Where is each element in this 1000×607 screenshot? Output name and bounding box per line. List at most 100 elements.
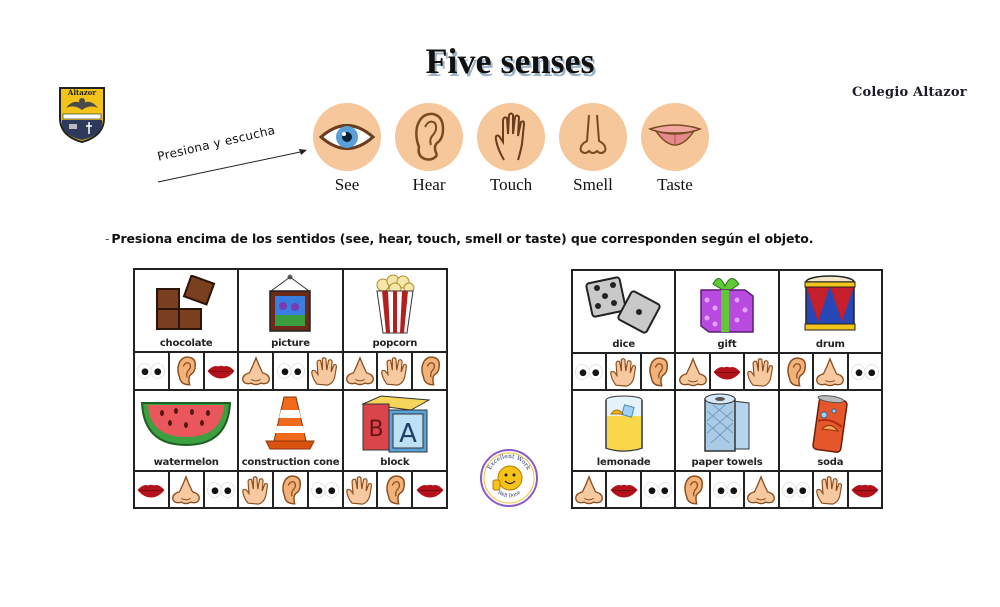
watermelon-icon	[141, 402, 232, 447]
option-popcorn-hear[interactable]	[413, 353, 446, 389]
eyes-icon	[574, 362, 604, 382]
option-paper-towels-smell[interactable]	[745, 472, 780, 507]
option-drum-hear[interactable]	[780, 354, 815, 389]
option-picture-touch[interactable]	[309, 353, 344, 389]
item-watermelon: watermelon	[135, 391, 240, 470]
option-soda-touch[interactable]	[814, 472, 849, 507]
sense-button-hear[interactable]: Hear	[394, 103, 464, 195]
construction-cone-icon	[265, 396, 316, 450]
block-icon: B A	[360, 395, 431, 453]
item-name: gift	[717, 339, 737, 350]
option-popcorn-smell[interactable]	[344, 353, 379, 389]
option-dice-touch[interactable]	[607, 354, 642, 389]
lips-icon	[415, 481, 445, 499]
item-picture: picture	[239, 270, 344, 351]
option-drum-smell[interactable]	[814, 354, 849, 389]
sense-button-taste[interactable]: Taste	[640, 103, 710, 195]
option-dice-see[interactable]	[573, 354, 608, 389]
option-drum-see[interactable]	[849, 354, 881, 389]
option-block-touch[interactable]	[344, 472, 379, 507]
lips-icon	[609, 481, 639, 499]
lemonade-icon	[604, 395, 643, 452]
hand-icon	[815, 475, 845, 505]
popcorn-icon	[376, 274, 415, 334]
option-paper-towels-see[interactable]	[711, 472, 746, 507]
eyes-icon	[136, 361, 166, 381]
gift-icon	[700, 278, 754, 333]
option-cone-see[interactable]	[309, 472, 344, 507]
nose-icon	[344, 356, 376, 386]
option-gift-touch[interactable]	[745, 354, 780, 389]
chocolate-icon	[156, 275, 216, 330]
nose-icon	[677, 357, 709, 387]
option-popcorn-touch[interactable]	[378, 353, 414, 389]
item-drum: drum	[780, 271, 881, 352]
option-watermelon-see[interactable]	[205, 472, 240, 507]
option-cone-hear[interactable]	[274, 472, 309, 507]
sense-label: Taste	[657, 175, 693, 194]
item-soda: soda	[780, 391, 881, 470]
nose-icon	[240, 356, 272, 386]
option-lemonade-taste[interactable]	[607, 472, 642, 507]
item-row: chocolate picture	[135, 270, 446, 353]
nose-icon	[814, 357, 846, 387]
item-name: paper towels	[691, 457, 763, 468]
option-dice-hear[interactable]	[642, 354, 677, 389]
option-watermelon-smell[interactable]	[170, 472, 205, 507]
hand-icon	[345, 475, 375, 505]
sense-options-row	[573, 354, 881, 391]
item-name: construction cone	[241, 457, 340, 468]
hand-icon	[609, 357, 639, 387]
eyes-icon	[781, 480, 811, 500]
item-gift: gift	[676, 271, 780, 352]
item-name: drum	[815, 339, 845, 350]
soda-icon	[812, 395, 849, 453]
sense-label: Hear	[412, 175, 446, 194]
option-cone-touch[interactable]	[239, 472, 275, 507]
option-block-taste[interactable]	[413, 472, 446, 507]
item-name: watermelon	[153, 457, 219, 468]
instruction-label: Presiona encima de los sentidos (see, he…	[111, 231, 814, 246]
item-name: popcorn	[372, 338, 418, 349]
ear-icon	[280, 474, 302, 506]
sense-options-row	[135, 472, 446, 507]
option-chocolate-taste[interactable]	[205, 353, 240, 389]
item-construction-cone: construction cone	[239, 391, 344, 470]
sense-button-smell[interactable]: Smell	[558, 103, 628, 195]
option-picture-smell[interactable]	[239, 353, 275, 389]
hand-icon	[380, 356, 410, 386]
sense-options-row	[573, 472, 881, 507]
nose-icon	[579, 114, 607, 154]
nose-icon	[745, 475, 777, 505]
nose-icon	[573, 475, 605, 505]
sense-button-touch[interactable]: Touch	[476, 103, 546, 195]
option-gift-taste[interactable]	[711, 354, 746, 389]
eye-icon	[319, 124, 375, 150]
option-chocolate-hear[interactable]	[170, 353, 205, 389]
item-paper-towels: paper towels	[676, 391, 780, 470]
item-name: chocolate	[159, 338, 213, 349]
lips-icon	[206, 362, 236, 380]
option-soda-see[interactable]	[780, 472, 815, 507]
option-gift-smell[interactable]	[676, 354, 711, 389]
option-paper-towels-hear[interactable]	[676, 472, 711, 507]
ear-icon	[647, 356, 669, 388]
lips-icon	[136, 481, 166, 499]
worksheet-left: chocolate picture	[133, 268, 448, 509]
option-watermelon-taste[interactable]	[135, 472, 170, 507]
option-soda-taste[interactable]	[849, 472, 881, 507]
option-block-hear[interactable]	[378, 472, 414, 507]
item-name: dice	[612, 339, 635, 350]
option-lemonade-see[interactable]	[642, 472, 677, 507]
page-title: Five senses	[425, 41, 595, 81]
option-picture-see[interactable]	[274, 353, 309, 389]
sense-button-see[interactable]: See	[312, 103, 382, 195]
option-lemonade-smell[interactable]	[573, 472, 608, 507]
svg-text:B: B	[368, 417, 383, 442]
ear-icon	[419, 355, 441, 387]
option-chocolate-see[interactable]	[135, 353, 170, 389]
eyes-icon	[643, 480, 673, 500]
dice-icon	[585, 276, 661, 334]
item-popcorn: popcorn	[344, 270, 446, 351]
ear-icon	[384, 474, 406, 506]
